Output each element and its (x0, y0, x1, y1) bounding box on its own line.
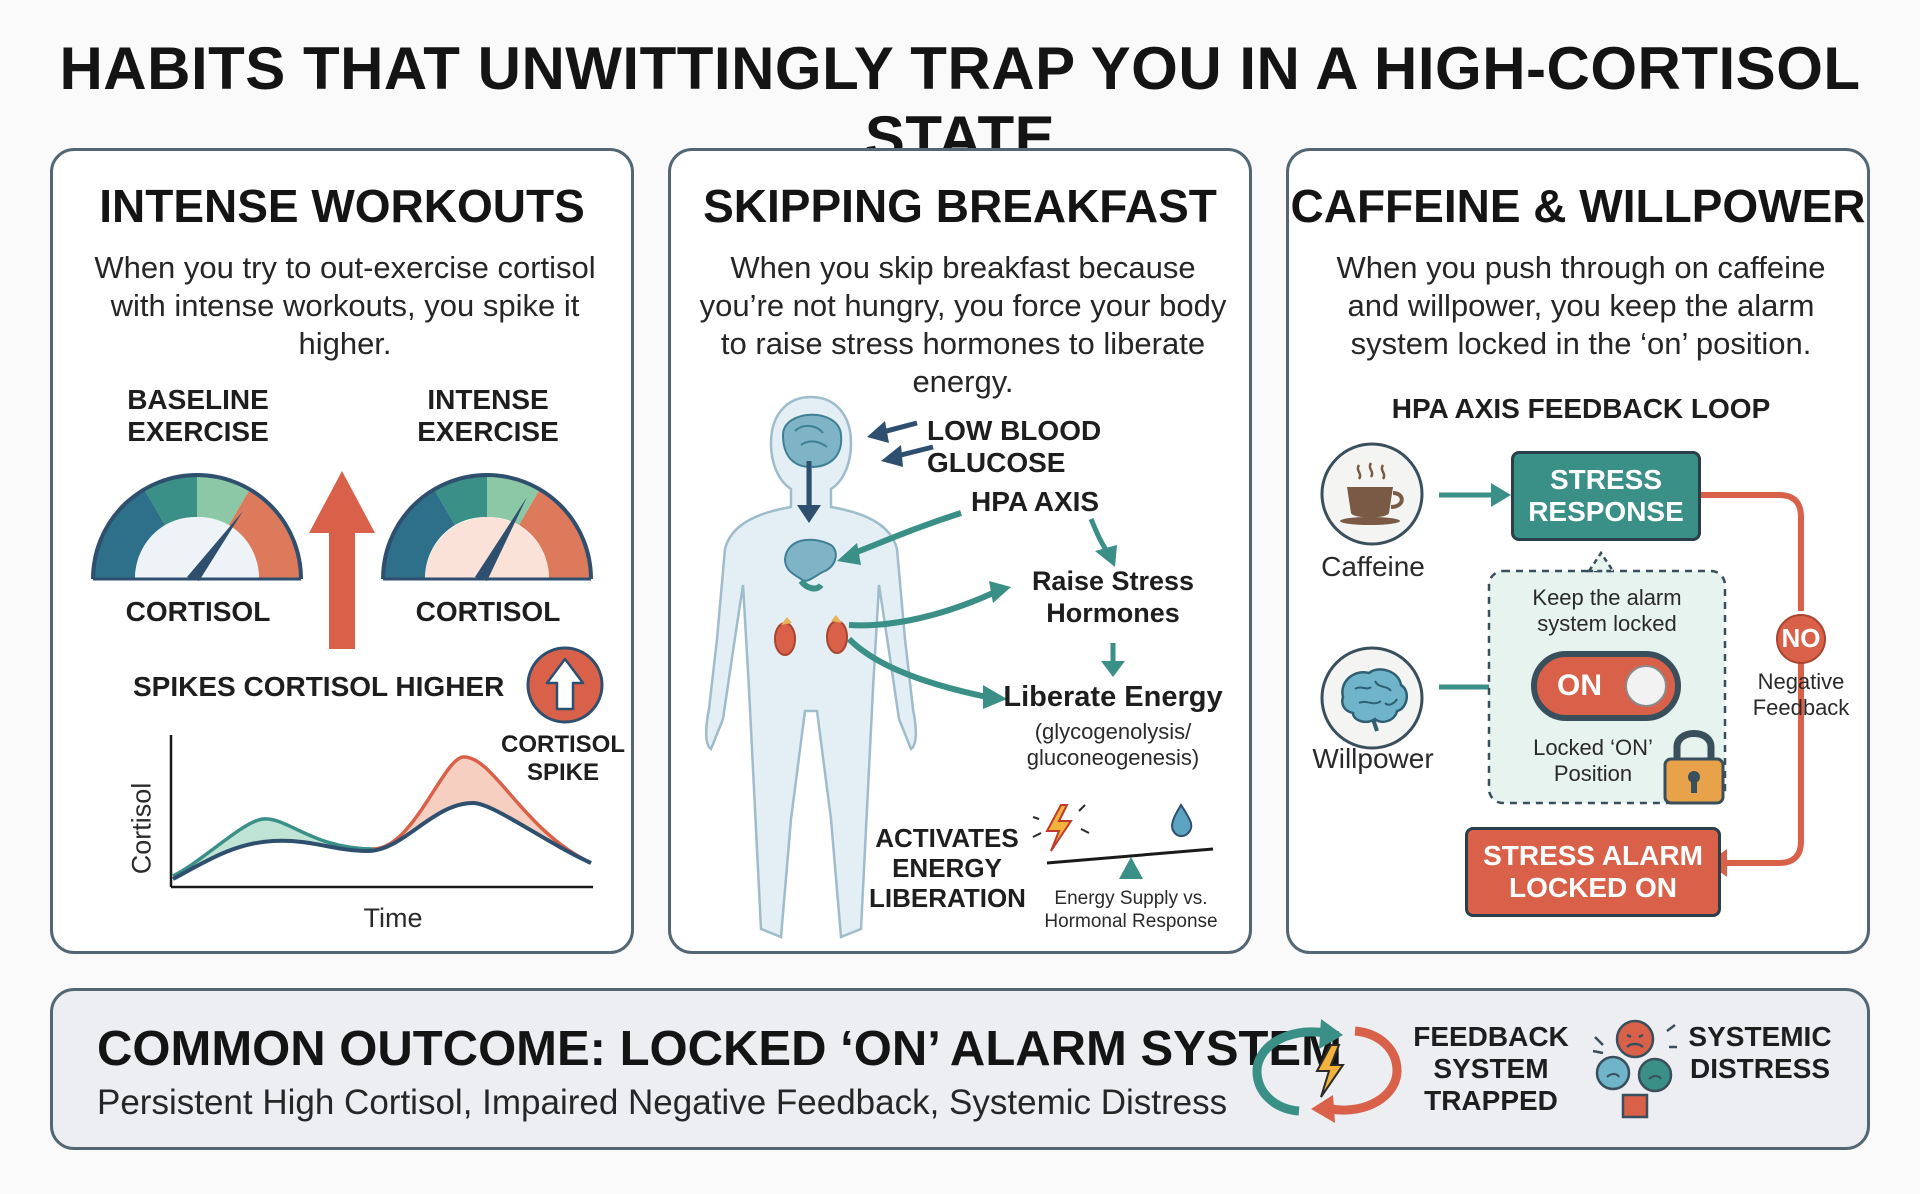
panel-description: When you try to out-exercise cortisol wi… (94, 250, 596, 361)
feedback-trapped-label: FEEDBACK SYSTEM TRAPPED (1413, 1021, 1569, 1116)
gauge-label-baseline: BASELINE EXERCISE (127, 384, 269, 447)
willpower-label: Willpower (1312, 743, 1434, 774)
stress-alarm-box: STRESS ALARM LOCKED ON (1465, 827, 1721, 917)
cortisol-time-chart (169, 735, 593, 889)
loop-title: HPA AXIS FEEDBACK LOOP (1391, 393, 1771, 424)
gauge-label-intense: INTENSE EXERCISE (417, 384, 559, 447)
panel-heading: SKIPPING BREAKFAST (703, 180, 1217, 232)
liberate-energy-label: Liberate Energy (1003, 681, 1223, 713)
up-arrow-circle-icon (526, 646, 604, 724)
cycle-arrows-icon (1252, 1019, 1402, 1123)
balance-scale-icon (1032, 803, 1214, 879)
locked-position-label: Locked ‘ON’ Position (1533, 735, 1653, 786)
panel-intense-workouts: INTENSE WORKOUTS When you try to out-exe… (50, 148, 634, 954)
panel-description: When you push through on caffeine and wi… (1336, 250, 1826, 361)
spike-note: CORTISOL SPIKE (501, 731, 625, 786)
outcome-title: COMMON OUTCOME: LOCKED ‘ON’ ALARM SYSTEM (97, 1022, 1342, 1076)
gauge-icon-baseline (91, 473, 303, 581)
panel-skipping-breakfast: SKIPPING BREAKFAST When you skip breakfa… (668, 148, 1252, 954)
raise-hormones-label: Raise Stress Hormones (1031, 566, 1195, 628)
toggle-switch-icon: ON (1531, 651, 1681, 721)
stress-response-box: STRESS RESPONSE (1511, 451, 1701, 541)
balance-caption: Energy Supply vs. Hormonal Response (1044, 888, 1218, 932)
no-badge-icon (1776, 614, 1826, 664)
stressed-faces-icon (1592, 1019, 1677, 1119)
panel-heading: INTENSE WORKOUTS (99, 180, 585, 232)
low-glucose-label: LOW BLOOD GLUCOSE (927, 415, 1102, 478)
page-title: HABITS THAT UNWITTINGLY TRAP YOU IN A HI… (59, 35, 1861, 171)
flow-arrows (797, 420, 1125, 709)
gauge-icon-intense (381, 473, 593, 581)
hpa-axis-label: HPA AXIS (971, 486, 1100, 517)
gauge-caption-intense: CORTISOL (415, 596, 561, 627)
panel-description: When you skip breakfast because you’re n… (699, 250, 1227, 399)
activates-label: ACTIVATES ENERGY LIBERATION (869, 823, 1026, 913)
glucose-arrow-icon (881, 444, 934, 467)
caffeine-label: Caffeine (1321, 551, 1425, 582)
spike-text: SPIKES CORTISOL HIGHER (133, 671, 505, 702)
toggle-on-label: ON (1557, 669, 1602, 702)
negative-feedback-label: Negative Feedback (1752, 669, 1850, 720)
padlock-icon (1663, 730, 1725, 805)
human-body-icon (705, 395, 917, 939)
coffee-cup-icon (1320, 442, 1424, 546)
keep-locked-label: Keep the alarm system locked (1532, 585, 1682, 636)
gauge-caption-baseline: CORTISOL (125, 596, 271, 627)
y-axis-label: Cortisol (126, 782, 157, 875)
no-label: NO (1781, 623, 1821, 653)
outcome-subtitle: Persistent High Cortisol, Impaired Negat… (97, 1083, 1228, 1122)
liberate-energy-sub: (glycogenolysis/ gluconeogenesis) (1026, 719, 1200, 770)
systemic-distress-label: SYSTEMIC DISTRESS (1688, 1021, 1832, 1084)
toggle-knob (1625, 665, 1667, 707)
up-arrow-icon (309, 471, 375, 649)
panel-heading: CAFFEINE & WILLPOWER (1290, 180, 1866, 232)
panel-caffeine-willpower: CAFFEINE & WILLPOWER When you push throu… (1286, 148, 1870, 954)
brain-icon (1320, 646, 1424, 750)
x-axis-label: Time (363, 903, 423, 933)
common-outcome-banner: COMMON OUTCOME: LOCKED ‘ON’ ALARM SYSTEM… (50, 988, 1870, 1150)
